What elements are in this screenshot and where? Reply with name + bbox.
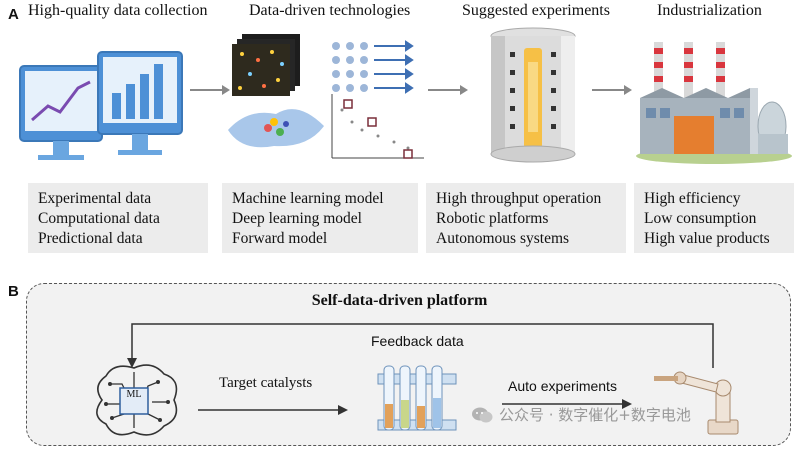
stage-3-heading: Suggested experiments bbox=[462, 2, 610, 19]
factory-icon bbox=[636, 42, 792, 164]
stage-1-item: Computational data bbox=[38, 210, 160, 227]
stage-2-heading: Data-driven technologies bbox=[249, 2, 411, 19]
stage-4-item: High value products bbox=[644, 230, 770, 247]
stage-3-item: High throughput operation bbox=[436, 190, 602, 207]
auto-experiments-label: Auto experiments bbox=[508, 378, 617, 394]
arrow-icon bbox=[198, 405, 348, 415]
stage-1-box: Experimental data Computational data Pre… bbox=[28, 183, 208, 253]
stage-2-item: Forward model bbox=[232, 230, 328, 247]
platform-title: Self-data-driven platform bbox=[311, 292, 488, 309]
target-label: Target catalysts bbox=[219, 375, 313, 391]
watermark: 公众号 · 数字催化+数字电池 bbox=[471, 404, 691, 425]
computer-monitors-icon bbox=[19, 51, 183, 160]
stage-4-item: High efficiency bbox=[644, 190, 741, 207]
stage-2-box: Machine learning model Deep learning mod… bbox=[222, 183, 418, 253]
arrow-icon bbox=[592, 85, 632, 95]
stage-3-box: High throughput operation Robotic platfo… bbox=[426, 183, 626, 253]
stage-2-item: Machine learning model bbox=[232, 190, 384, 207]
wechat-icon bbox=[472, 407, 493, 422]
watermark-text: 公众号 · 数字催化+数字电池 bbox=[499, 406, 691, 424]
stage-1-heading: High-quality data collection bbox=[28, 2, 208, 19]
reactor-cylinder-icon bbox=[490, 27, 576, 163]
brain-circuit-icon bbox=[96, 364, 178, 436]
data-technology-icon bbox=[228, 34, 424, 159]
stage-1-item: Predictional data bbox=[38, 230, 143, 247]
stage-4-item: Low consumption bbox=[644, 210, 757, 227]
stage-4-heading: Industrialization bbox=[657, 2, 762, 19]
feedback-label: Feedback data bbox=[371, 333, 464, 349]
arrow-icon bbox=[502, 399, 632, 409]
panel-b-label: B bbox=[8, 283, 19, 300]
panel-a-label: A bbox=[8, 6, 19, 23]
stage-4-box: High efficiency Low consumption High val… bbox=[634, 183, 794, 253]
test-tube-rack-icon bbox=[377, 365, 457, 431]
stage-3-item: Autonomous systems bbox=[436, 230, 570, 247]
stage-1-item: Experimental data bbox=[38, 190, 152, 207]
robot-arm-icon bbox=[654, 371, 739, 435]
stage-3-item: Robotic platforms bbox=[436, 210, 549, 227]
stage-2-item: Deep learning model bbox=[232, 210, 362, 227]
arrow-icon bbox=[190, 85, 230, 95]
feedback-loop-line bbox=[127, 323, 714, 368]
arrow-icon bbox=[428, 85, 468, 95]
ml-chip-label: ML bbox=[126, 389, 142, 400]
